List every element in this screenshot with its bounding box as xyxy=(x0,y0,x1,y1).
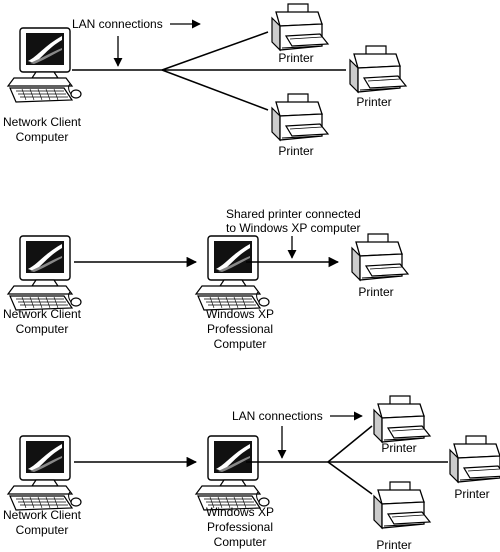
lan-branch-1 xyxy=(327,425,373,463)
printer-label-1: Printer xyxy=(381,441,416,455)
diagram-1: Network Client Computer LAN connections … xyxy=(3,3,407,158)
printer-label: Printer xyxy=(358,285,393,299)
client-computer-icon xyxy=(7,235,82,311)
printer-icon-1 xyxy=(271,3,329,51)
server-label-line2: Professional xyxy=(207,322,273,336)
client-computer-icon xyxy=(7,27,82,103)
lan-callout: LAN connections xyxy=(232,409,323,423)
lan-branch-3 xyxy=(327,461,373,495)
server-label-line3: Computer xyxy=(214,535,267,549)
client-label-line1: Network Client xyxy=(3,115,82,129)
shared-printer-callout-line2: to Windows XP computer xyxy=(226,221,361,235)
client-label-line1: Network Client xyxy=(3,508,82,522)
printer-label-3: Printer xyxy=(278,144,313,158)
lan-branch-1 xyxy=(161,31,269,71)
lan-branch-3 xyxy=(161,69,269,111)
server-label-line3: Computer xyxy=(214,337,267,351)
client-label-line2: Computer xyxy=(16,322,69,336)
server-label-line1: Windows XP xyxy=(206,505,274,519)
printer-icon xyxy=(351,233,409,281)
printer-label-2: Printer xyxy=(356,95,391,109)
printer-icon-3 xyxy=(373,481,431,529)
client-label-line2: Computer xyxy=(16,523,69,537)
client-computer-icon xyxy=(7,435,82,511)
server-computer-icon xyxy=(195,435,270,511)
printer-label-3: Printer xyxy=(376,538,411,552)
lan-callout: LAN connections xyxy=(72,17,163,31)
client-label-line1: Network Client xyxy=(3,307,82,321)
printer-icon-2 xyxy=(349,45,407,93)
server-computer-icon xyxy=(195,235,270,311)
server-label-line1: Windows XP xyxy=(206,307,274,321)
diagram-3: Network Client Computer Windows XP Profe… xyxy=(3,395,500,552)
diagram-2: Network Client Computer Windows XP Profe… xyxy=(3,207,409,351)
client-label-line2: Computer xyxy=(16,130,69,144)
shared-printer-callout-line1: Shared printer connected xyxy=(226,207,361,221)
printer-icon-2 xyxy=(449,435,500,483)
printer-icon-3 xyxy=(271,93,329,141)
printer-icon-1 xyxy=(373,395,431,443)
printer-label-2: Printer xyxy=(454,487,489,501)
server-label-line2: Professional xyxy=(207,520,273,534)
printer-label-1: Printer xyxy=(278,51,313,65)
